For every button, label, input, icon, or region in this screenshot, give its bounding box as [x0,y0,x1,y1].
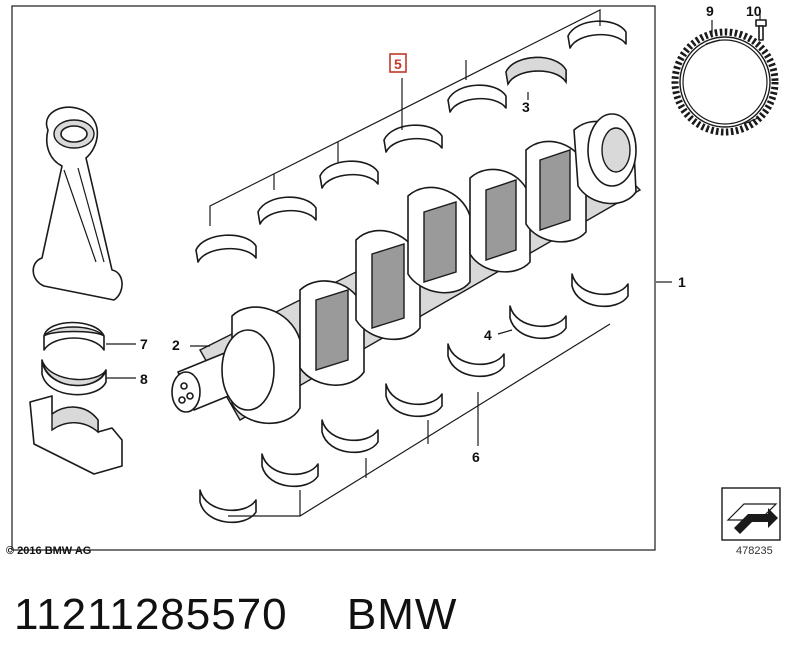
diagram-frame [11,5,656,551]
callout-6: 6 [472,449,480,465]
thrust-bearing [505,56,567,87]
callout-1: 1 [678,274,686,290]
main-bearing-shells-lower [199,273,629,524]
leader-lines-upper [209,9,601,226]
callout-3: 3 [522,99,530,115]
crankshaft [171,113,642,425]
callout-9: 9 [706,3,714,19]
leader-4 [497,329,513,335]
connecting-rod [32,106,123,301]
brand-name: BMW [346,590,458,639]
diagram-ref-icon [721,487,781,541]
leader-lines-lower [228,323,611,517]
bolt [755,19,767,41]
increment-wheel [671,28,779,136]
callout-2: 2 [172,337,180,353]
conrod-bearing-upper [43,321,105,351]
part-number: 11211285570 [14,590,288,639]
callout-8: 8 [140,371,148,387]
callout-5-box [389,53,407,73]
callout-4: 4 [484,327,492,343]
callout-10: 10 [746,3,762,19]
callout-5: 5 [394,56,402,72]
conrod-bearing-lower [41,359,107,396]
copyright: © 2016 BMW AG [6,545,91,557]
diagram-ref-number: 478235 [736,545,773,557]
bearing-cap [29,395,123,475]
callout-7: 7 [140,336,148,352]
part-footer: 11211285570 BMW [14,590,457,640]
